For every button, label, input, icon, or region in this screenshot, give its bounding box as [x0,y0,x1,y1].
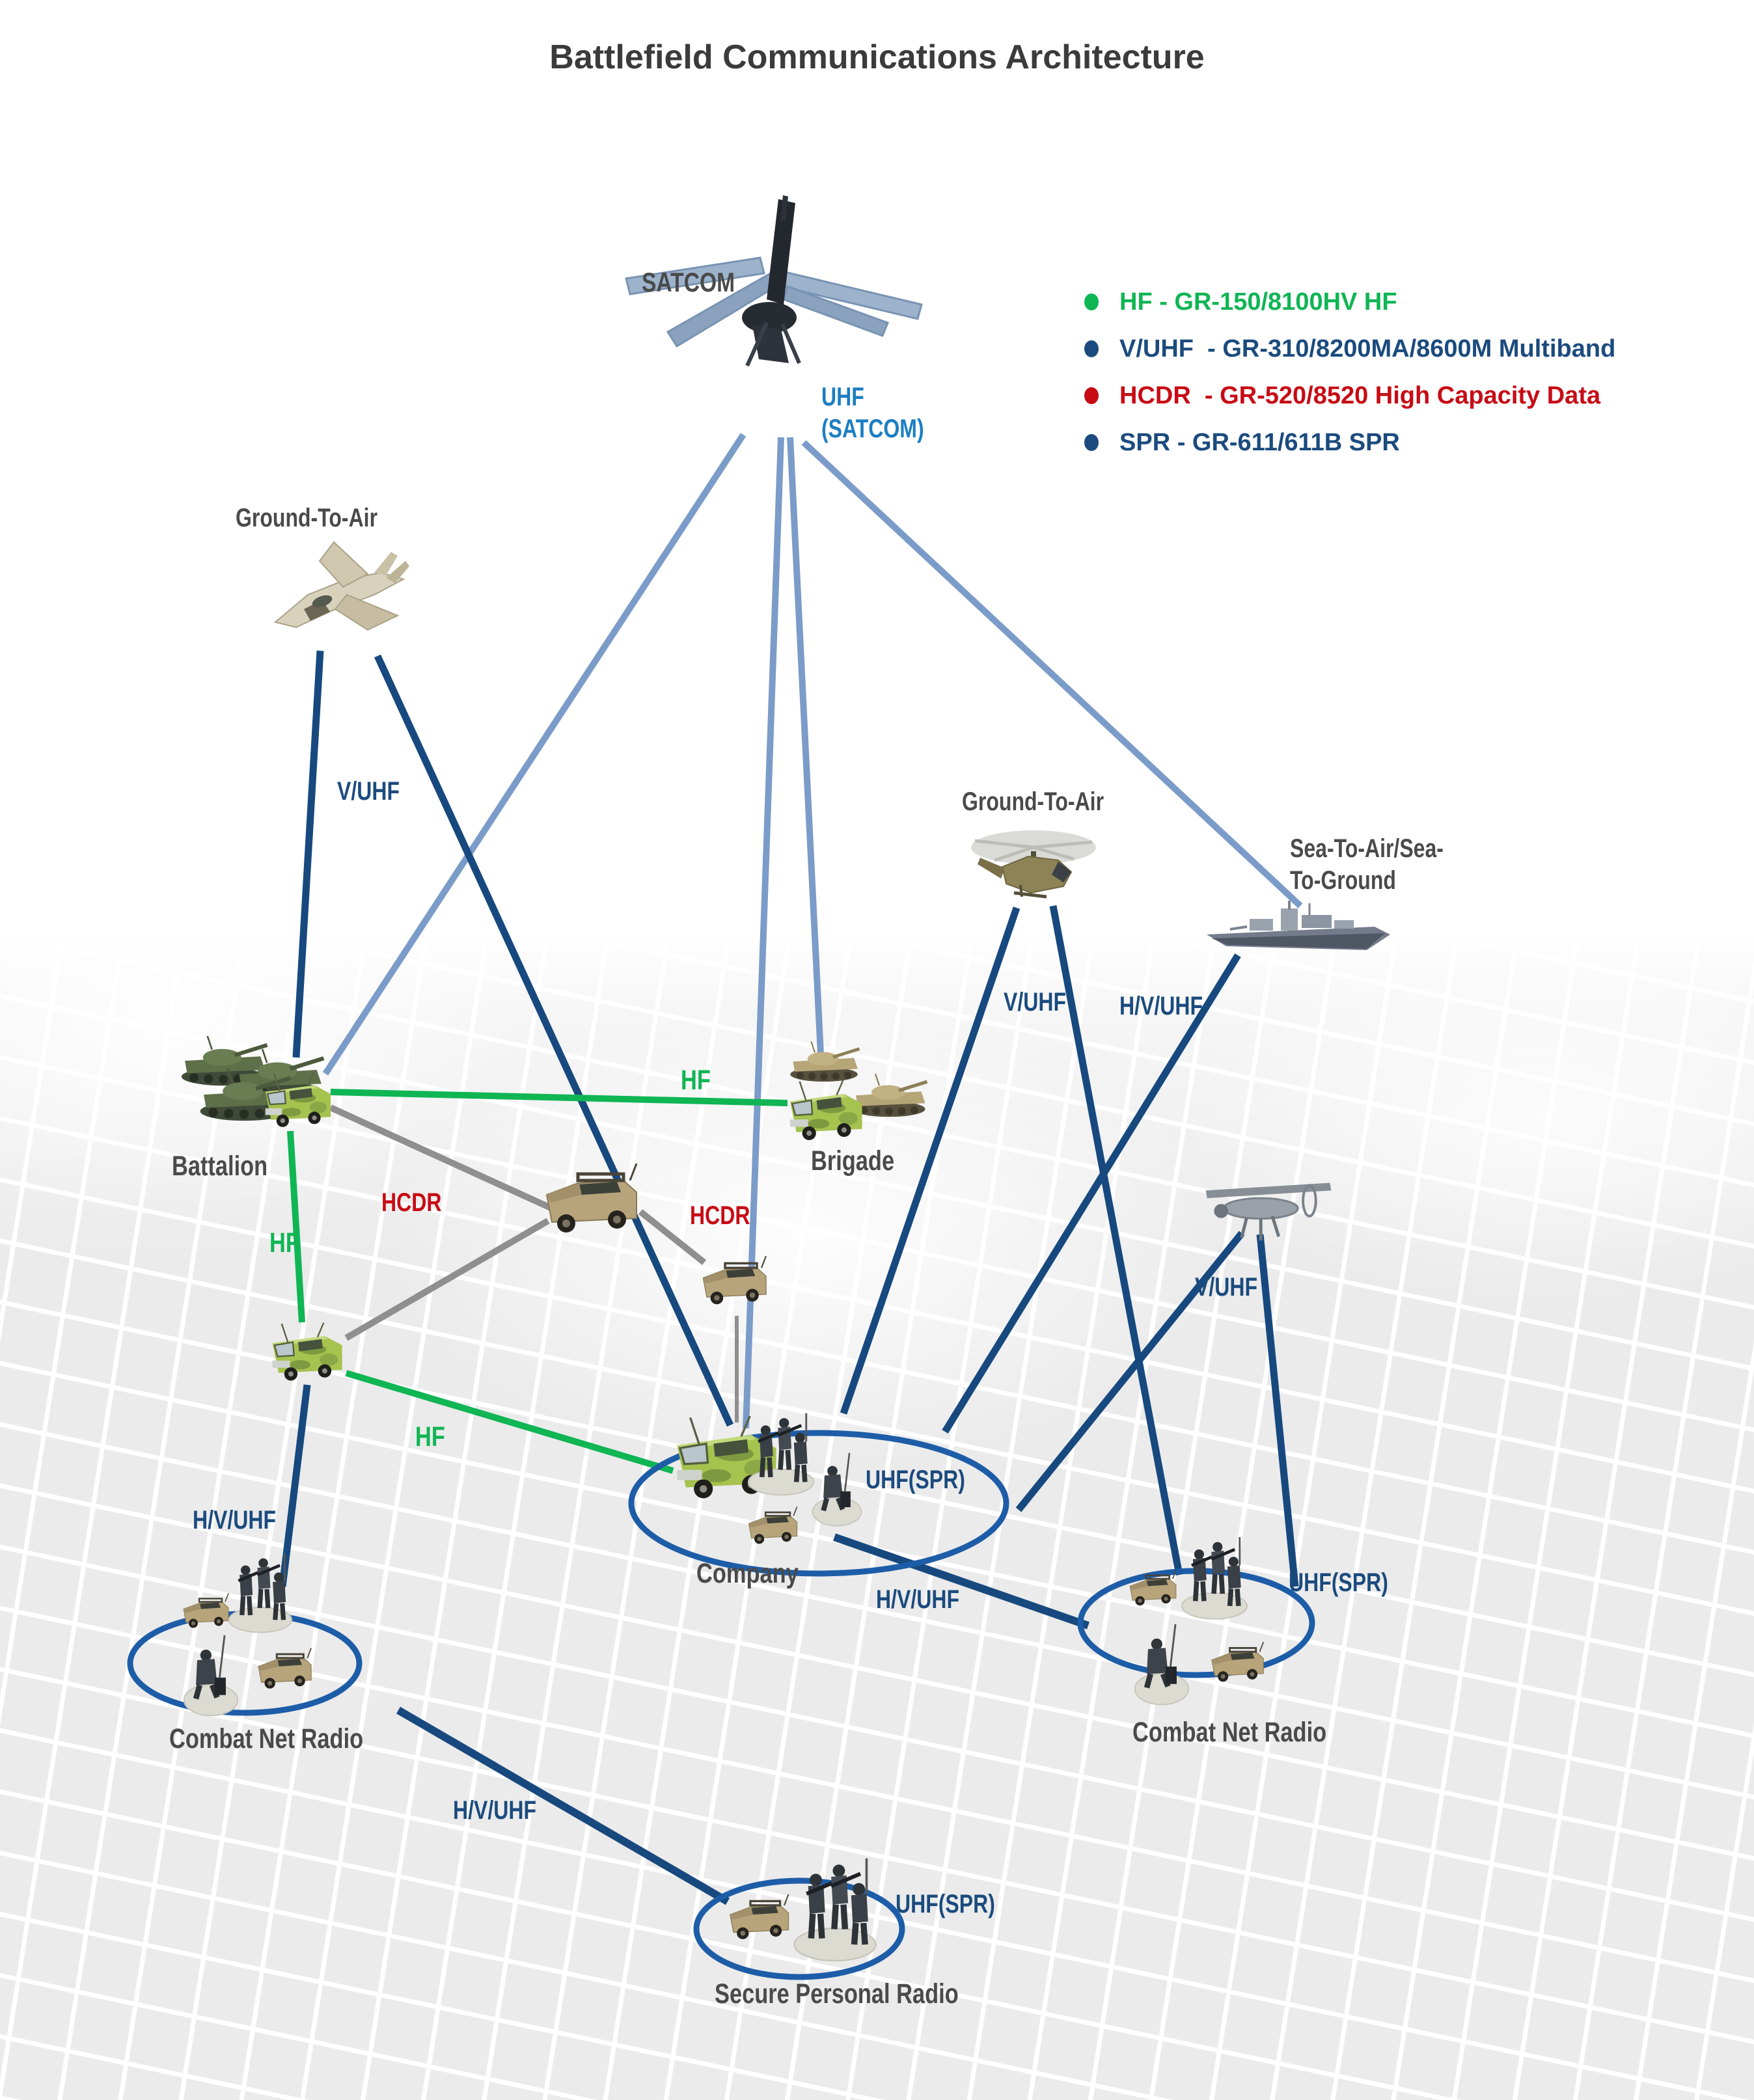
legend-item-label: V/UHF - GR-310/8200MA/8600M Multiband [1119,334,1616,362]
net-company [628,1430,1009,1577]
uav-drone-icon [1206,1183,1332,1240]
right-cnr-humvee-2-icon [1212,1642,1263,1682]
link-uav-company [1015,1231,1245,1512]
label-sea-to-air: Sea-To-Air/Sea- To-Ground [1290,834,1444,895]
brigade-tank-2-icon [853,1074,927,1117]
legend-dot-icon [1084,293,1099,310]
label-hcdr-left: HCDR [381,1188,442,1217]
link-jet-battalion [292,650,324,1058]
label-hf-brigade-link: HF [681,1065,711,1096]
label-combat-net-radio-left: Combat Net Radio [169,1723,364,1754]
label-hf-company-link: HF [415,1421,445,1452]
label-vuhf-heli: V/UHF [1004,988,1066,1016]
label-hvuhf-left: H/V/UHF [193,1506,276,1534]
link-satcom-brigade [787,437,825,1068]
link-hcdr-battalion-humvee1 [329,1104,553,1211]
label-uhfspr-right-cnr: UHF(SPR) [1289,1568,1388,1597]
link-jet-company [374,654,733,1427]
label-secure-personal-radio: Secure Personal Radio [715,1978,959,2010]
legend-item-label: HCDR - GR-520/8520 High Capacity Data [1119,381,1601,409]
net-spr [693,1877,905,1980]
legend: HF - GR-150/8100HV HF V/UHF - GR-310/8200… [1084,279,1615,466]
navy-ship-icon [1205,901,1391,951]
legend-dot-icon [1084,434,1099,451]
comm-links [279,433,1303,1905]
label-brigade: Brigade [811,1145,895,1177]
link-hf-battalion-brigade [330,1089,788,1106]
label-hf-battalion-link: HF [269,1227,299,1259]
legend-item-label: SPR - GR-611/611B SPR [1119,428,1400,456]
link-hf-battalion2-company [345,1370,674,1474]
link-heli-right-cnr [1049,905,1183,1576]
label-hvuhf-mid: H/V/UHF [876,1585,959,1614]
brigade-van-icon [789,1080,863,1141]
label-uhfspr-spr: UHF(SPR) [896,1890,995,1918]
helicopter-ground-to-air-icon [971,830,1096,897]
legend-item-1: V/UHF - GR-310/8200MA/8600M Multiband [1084,325,1615,372]
label-vuhf-uav: V/UHF [1195,1273,1257,1302]
label-hvuhf-bottom: H/V/UHF [453,1796,536,1825]
company-humvee-icon [747,1505,799,1546]
right-cnr-kneeling-soldier-icon [1135,1624,1188,1704]
label-uhf-satcom: UHF (SATCOM) [821,383,924,443]
link-ship-company [942,953,1241,1434]
page-title: Battlefield Communications Architecture [549,38,1205,76]
brigade-tank-1-icon [790,1042,859,1082]
link-heli-company [840,907,1021,1415]
link-satcom-battalion [322,433,747,1076]
legend-item-0: HF - GR-150/8100HV HF [1084,279,1615,325]
legend-item-2: HCDR - GR-520/8520 High Capacity Data [1084,372,1615,419]
label-ground-to-air-right: Ground-To-Air [962,787,1104,816]
link-uav-right-cnr [1256,1234,1299,1587]
link-hcdr-humvee1-humvee2 [638,1209,707,1265]
link-company-right-cnr [833,1533,1089,1630]
link-satcom-ship [801,440,1303,908]
link-left-cnr-spr [396,1706,730,1905]
link-battalion2-left-cnr [279,1384,311,1587]
label-company: Company [696,1558,799,1589]
label-ground-to-air-left: Ground-To-Air [236,504,378,532]
left-cnr-humvee-2-icon [258,1648,311,1689]
label-battalion: Battalion [172,1151,268,1182]
label-uhfspr-company: UHF(SPR) [866,1466,965,1494]
legend-item-label: HF - GR-150/8100HV HF [1119,288,1397,316]
legend-dot-icon [1084,387,1099,404]
link-hf-battalion-battalion2 [287,1130,305,1323]
battalion-van-2-icon [271,1322,343,1382]
right-cnr-soldiers-icon [1182,1537,1247,1619]
left-cnr-kneeling-soldier-icon [184,1635,238,1715]
legend-dot-icon [1084,340,1099,357]
label-hvuhf-ship: H/V/UHF [1119,992,1203,1020]
company-kneeling-soldier-icon [813,1453,862,1526]
legend-item-3: SPR - GR-611/611B SPR [1084,419,1615,466]
perspective-grid-ground [0,932,1754,2100]
spr-humvee-icon [730,1894,789,1939]
left-cnr-humvee-1-icon [184,1594,228,1628]
radio-net-ellipses [127,1430,1315,1980]
jet-ground-to-air-icon [275,541,410,631]
label-satcom: SATCOM [642,267,735,297]
label-hcdr-right: HCDR [690,1201,750,1230]
label-vuhf-jet: V/UHF [337,777,400,806]
hcdr-humvee-2-icon [703,1256,766,1304]
hcdr-humvee-1-icon [547,1164,637,1233]
link-hcdr-humvee1-battalion2 [344,1218,550,1341]
spr-soldiers-icon [794,1859,875,1961]
label-combat-net-radio-right: Combat Net Radio [1132,1717,1327,1748]
